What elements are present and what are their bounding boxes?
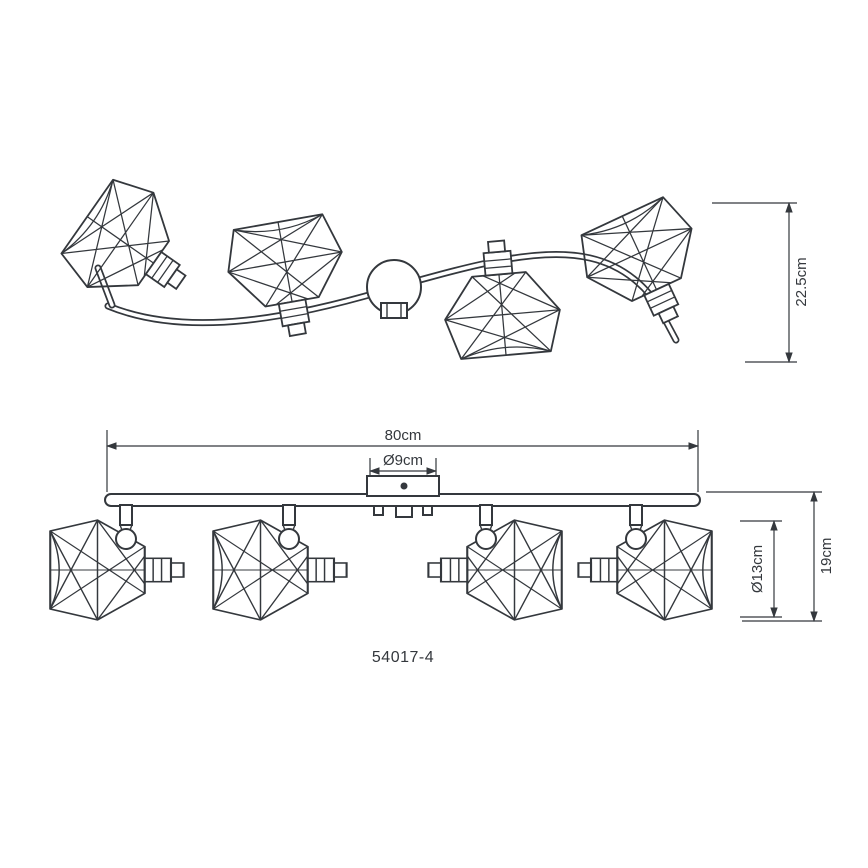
hanging-height-label: 19cm <box>818 538 835 575</box>
model-number-label: 54017-4 <box>372 649 434 666</box>
spot-shade-top-2 <box>220 211 356 346</box>
ceiling-canopy-bottom <box>366 475 440 518</box>
dimension-height-top: 22.5cm <box>712 201 810 364</box>
dimension-total-width: 80cm <box>105 427 700 492</box>
bulb-1 <box>115 504 137 550</box>
total-width-label: 80cm <box>385 427 422 444</box>
bulb-4 <box>625 504 647 550</box>
dimension-canopy-diameter: Ø9cm <box>368 452 438 477</box>
spot-shade-top-4 <box>569 190 724 346</box>
canopy-diameter-label: Ø9cm <box>383 452 423 469</box>
bottom-view: 80cm Ø9cm Ø13cm <box>49 427 835 666</box>
dimension-hanging-height: 19cm <box>706 490 835 623</box>
height-top-label: 22.5cm <box>793 257 810 306</box>
bulb-2 <box>278 504 300 550</box>
dimension-shade-diameter: Ø13cm <box>740 519 782 619</box>
bulb-3 <box>475 504 497 550</box>
shade-diameter-label: Ø13cm <box>749 545 766 593</box>
ceiling-canopy-top <box>366 259 422 319</box>
spot-shade-top-1 <box>53 168 215 331</box>
top-view: 22.5cm <box>53 168 810 364</box>
